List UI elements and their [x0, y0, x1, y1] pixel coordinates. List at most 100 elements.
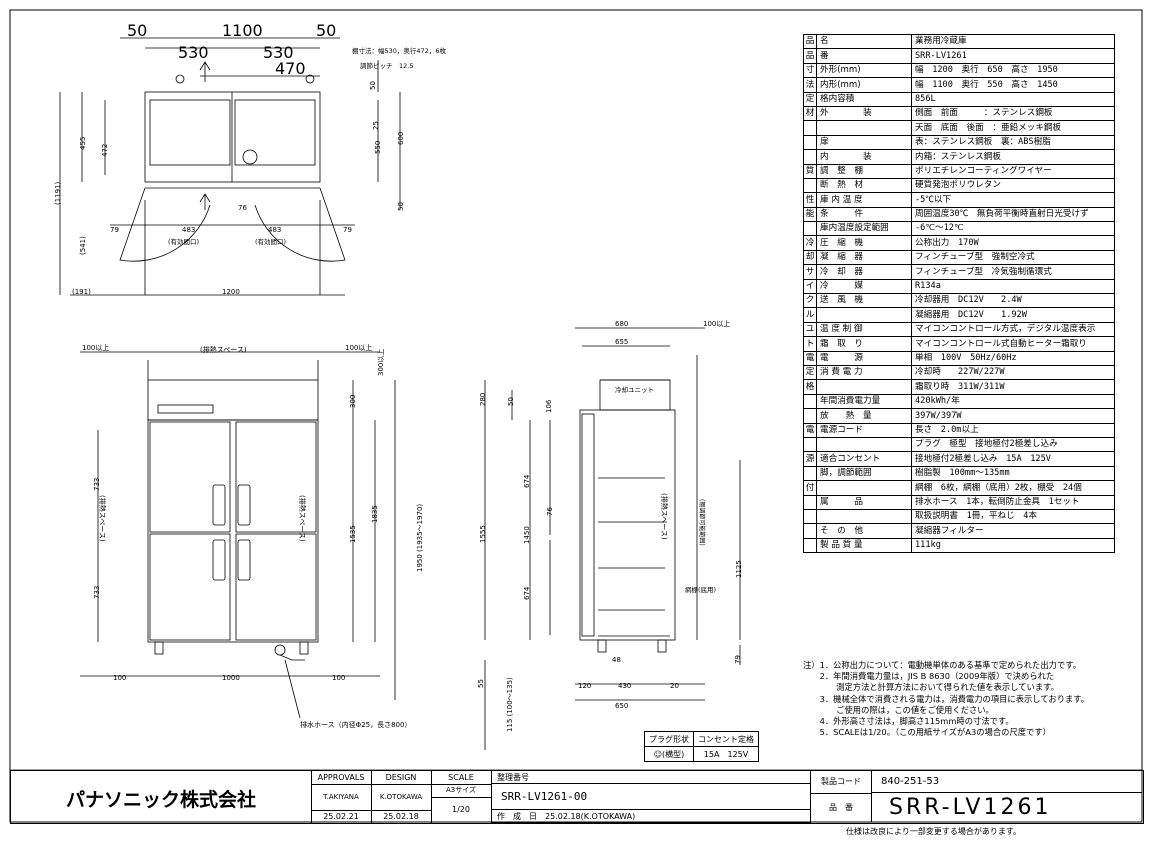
spec-group: 格 [803, 379, 817, 395]
ref-label: 整理番号 [491, 771, 811, 784]
spec-value: -5℃以下 [911, 192, 1115, 208]
spec-group [803, 134, 817, 151]
front-300-above: 300以上 [376, 349, 385, 376]
side-106: 106 [545, 399, 553, 413]
spec-value: -6℃〜12℃ [911, 221, 1115, 237]
notes: 注）1．公称出力について：電動機単体のある基準で定められた出力です。 2．年間消… [803, 660, 1143, 738]
front-733a: 733 [93, 478, 101, 491]
side-674b: 674 [523, 586, 531, 600]
spec-label [816, 379, 912, 395]
dim-shelf-470: 470 [275, 59, 306, 78]
spec-value: 周囲温度30℃ 無負荷平衡時直射日光受けず [911, 206, 1115, 223]
spec-label: 温 度 制 御 [816, 321, 912, 338]
dim-top-half-l: 530 [178, 43, 209, 62]
spec-row: 質調 整 棚ポリエチレンコーティングワイヤー [803, 163, 1115, 179]
spec-label: 脚，調節範囲 [816, 465, 912, 482]
spec-group: 定 [803, 364, 817, 381]
drain-note: 排水ホース（内径Φ25，長さ800） [300, 720, 411, 729]
spec-row: ク送 風 機冷却器用 DC12V 2.4W [803, 293, 1115, 309]
spec-row: サ冷 却 器フィンチューブ型 冷気強制循環式 [803, 264, 1115, 280]
design-name: K.OTOKAWA [371, 784, 432, 811]
dim-bot-191: (191) [72, 288, 91, 296]
spec-value: 表：ステンレス鋼板 裏：ABS樹脂 [911, 134, 1115, 151]
spec-group: 能 [803, 206, 817, 223]
spec-row: 冷圧 縮 機公称出力 170W [803, 235, 1115, 251]
spec-group: 付 [803, 480, 817, 496]
spec-group: 定 [803, 91, 817, 107]
spec-group: 電 [803, 350, 817, 366]
made-row: 作 成 日 25.02.18(K.OTOKAWA) [491, 810, 811, 823]
spec-label: 調 整 棚 [816, 163, 912, 179]
side-79: 79 [734, 655, 742, 664]
spec-row: ト霜 取 りマイコンコントロール式自動ヒーター霜取り [803, 336, 1115, 352]
side-48: 48 [612, 656, 621, 664]
spec-value: 冷却時 227W/227W [911, 364, 1115, 381]
spec-row: 電電源コード長さ 2.0m以上 [803, 422, 1115, 438]
footnote: 仕様は改良により一部変更する場合があります。 [846, 827, 1022, 836]
spec-value: R134a [911, 278, 1115, 295]
eff-label-b: (有効間口) [255, 237, 286, 246]
spec-label: 扉 [816, 134, 912, 151]
spec-value: 内箱：ステンレス鋼板 [911, 149, 1115, 165]
spec-value: 網棚 6枚，網棚（底用）2枚，棚受 24個 [911, 480, 1115, 496]
spec-label: 送 風 機 [816, 293, 912, 309]
note-line: 5．SCALEは1/20。（この用紙サイズがA3の場合の尺度です） [803, 727, 1051, 738]
spec-value: 幅 1100 奥行 550 高さ 1450 [911, 77, 1115, 93]
spec-row: 性庫 内 温 度-5℃以下 [803, 192, 1115, 208]
note-line: 測定方法と計算方法において得られた値を表示しています。 [803, 682, 1059, 693]
scale-header: SCALE [431, 771, 492, 785]
spec-value: 取扱説明書 1冊，平ねじ 4本 [911, 508, 1115, 525]
spec-group: 性 [803, 192, 817, 208]
dim-top-600: 600 [397, 132, 405, 145]
dim-top-25: 25 [372, 121, 380, 130]
spec-group [803, 408, 817, 424]
spec-group: 質 [803, 163, 817, 179]
side-20: 20 [670, 682, 679, 690]
spec-value: 業務用冷蔵庫 [911, 33, 1115, 50]
spec-row: 扉表：ステンレス鋼板 裏：ABS樹脂 [803, 134, 1115, 151]
spec-group: 源 [803, 451, 817, 467]
spec-row: 断 熱 材硬質発泡ポリウレタン [803, 177, 1115, 194]
spec-label: 冷 却 器 [816, 264, 912, 280]
shelf-note: 棚寸法：幅530，奥行472，6枚 [352, 46, 446, 55]
spec-label [816, 120, 912, 136]
plug-rating: 15A 125V [693, 746, 759, 762]
spec-group [803, 494, 817, 510]
spec-value: 天面 底面 後面 ：亜鉛メッキ鋼板 [911, 120, 1115, 136]
spec-row: 属 品排水ホース 1本，転倒防止金具 1セット [803, 494, 1115, 510]
spec-label: 内形(mm) [816, 77, 912, 93]
front-300: 300 [349, 395, 357, 408]
spec-value: ポリエチレンコーティングワイヤー [911, 163, 1115, 179]
spec-row: 品名業務用冷蔵庫 [803, 33, 1115, 50]
spec-value: 側面 前面 ：ステンレス鋼板 [911, 105, 1115, 122]
spec-value: マイコンコントロール式自動ヒーター霜取り [911, 336, 1115, 352]
spec-value: 排水ホース 1本，転倒防止金具 1セット [911, 494, 1115, 510]
side-adjust: (棚調節可能範囲) [698, 499, 706, 546]
front-view-top-panel [147, 379, 319, 421]
spec-value: SRR-LV1261 [911, 48, 1115, 64]
spec-label [816, 436, 912, 453]
spec-label: 適合コンセント [816, 451, 912, 467]
spec-row: 定消 費 電 力冷却時 227W/227W [803, 364, 1115, 381]
side-exhaust: (排熱スペース) [660, 493, 669, 540]
spec-group: 電 [803, 422, 817, 438]
side-430: 430 [618, 682, 631, 690]
spec-row: 格霜取り時 311W/311W [803, 379, 1115, 395]
front-1950: 1950 (1935〜1970) [416, 504, 424, 572]
approvals-name: T.AKIYANA [311, 784, 372, 811]
spec-label: 製 品 質 量 [816, 537, 912, 554]
dim-top-50b: 50 [397, 202, 405, 211]
spec-row: 付 網棚 6枚，網棚（底用）2枚，棚受 24個 [803, 480, 1115, 496]
side-280: 280 [479, 393, 487, 406]
spec-value: 公称出力 170W [911, 235, 1115, 251]
dim-bot-1200: 1200 [222, 288, 240, 296]
spec-value: プラグ 極型 接地極付2極差し込み [911, 436, 1115, 453]
spec-value: 111kg [911, 537, 1115, 554]
front-exhaust-right: (排熱スペース) [298, 495, 307, 542]
dim-eff-79a: 79 [110, 226, 119, 234]
